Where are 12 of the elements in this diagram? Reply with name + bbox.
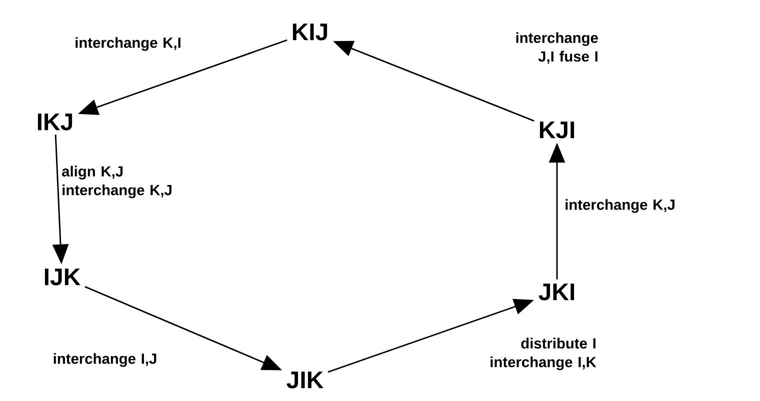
edge-label: align K,J interchange K,J [62, 166, 172, 198]
edge-label: interchange I,J [54, 353, 156, 367]
edge-label: interchange K,I [76, 37, 180, 51]
node-label: JKI [538, 284, 574, 300]
edge-label: distribute I interchange I,K [490, 338, 596, 370]
node-label: IJK [44, 268, 80, 286]
edge-label: interchange J,I fuse I [516, 32, 598, 64]
edge-label: interchange K,J [566, 199, 674, 213]
node-label: JIK [286, 372, 324, 388]
node-label: IKJ [38, 114, 72, 130]
node-label: KJI [540, 122, 574, 138]
node-label: KIJ [292, 24, 328, 40]
